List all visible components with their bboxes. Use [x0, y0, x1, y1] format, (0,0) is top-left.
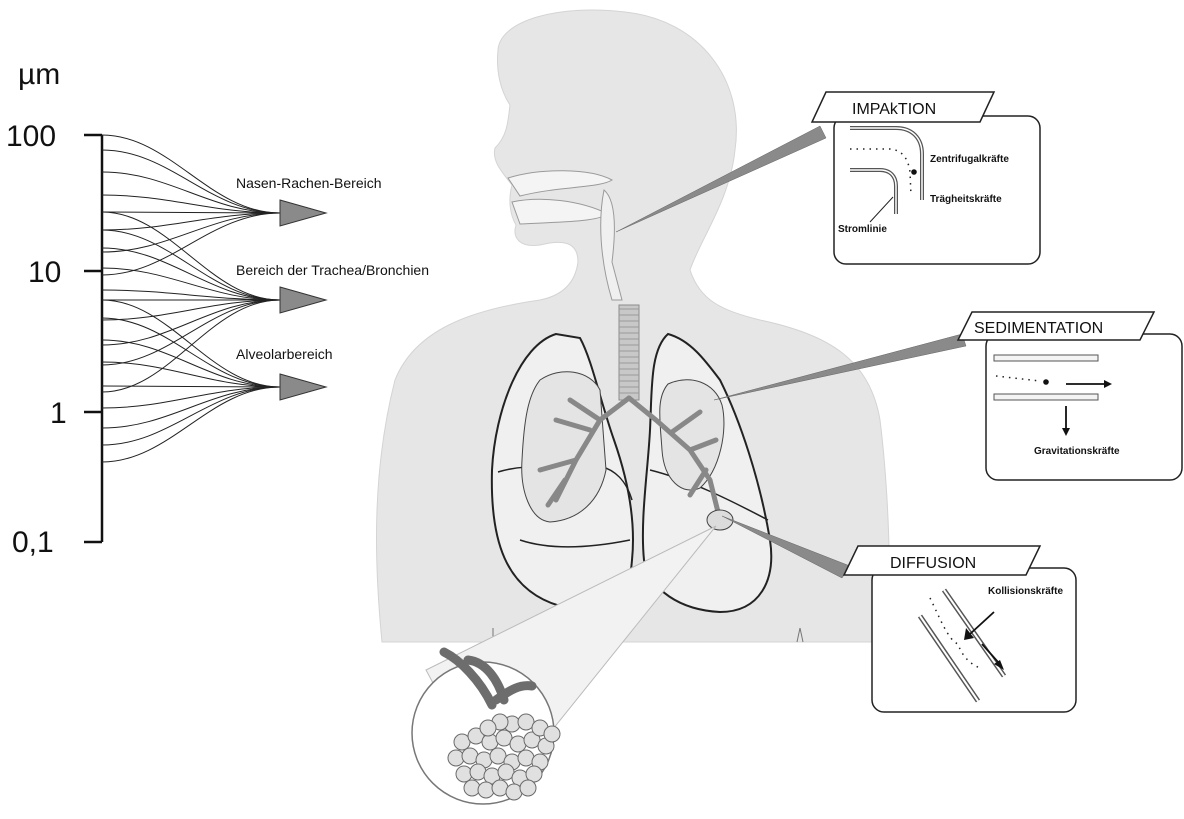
sedimentation-title: SEDIMENTATION — [974, 320, 1103, 337]
axis-tick-label: 10 — [28, 256, 61, 289]
region-arrows — [280, 200, 326, 400]
fan-line — [102, 300, 280, 345]
region-label-alveolar: Alveolarbereich — [236, 346, 333, 362]
impaction-particle — [911, 169, 917, 175]
alveolar-target — [707, 510, 733, 530]
sedimentation-wall-bottom — [994, 394, 1098, 400]
axis-tick-label: 1 — [50, 397, 67, 430]
impaction-label-centrifugal: Zentrifugalkräfte — [930, 154, 1009, 165]
sedimentation-label-gravity: Gravitationskräfte — [1034, 446, 1120, 457]
impaction-panel: IMPAkTION Zentrifugalkräfte Trägheitskrä… — [812, 92, 1040, 264]
fan-line — [102, 300, 280, 387]
region-label-nasopharynx: Nasen-Rachen-Bereich — [236, 175, 382, 191]
impaction-box — [834, 116, 1040, 264]
fan-line — [102, 213, 280, 230]
right-bronchial-tree — [522, 372, 606, 522]
impaction-label-inertia: Trägheitskräfte — [930, 194, 1002, 205]
fan-line — [102, 387, 280, 462]
fan-line — [102, 387, 280, 428]
size-scale: µm 100 10 1 0,1 — [6, 58, 102, 559]
region-label-trachea: Bereich der Trachea/Bronchien — [236, 262, 429, 278]
alveolus — [482, 734, 498, 750]
alveolus — [506, 784, 522, 800]
alveolus — [462, 748, 478, 764]
axis-tick-label: 100 — [6, 120, 56, 153]
alveolus — [518, 750, 534, 766]
arrow-nasopharynx — [280, 200, 326, 226]
alveolus — [510, 736, 526, 752]
fan-line — [102, 213, 280, 252]
sedimentation-wall-top — [994, 355, 1098, 361]
alveolus — [448, 750, 464, 766]
arrow-alveolar — [280, 374, 326, 400]
diffusion-label-collision: Kollisionskräfte — [988, 586, 1063, 597]
alveolus — [544, 726, 560, 742]
alveolus — [478, 782, 494, 798]
impaction-label-streamline: Stromlinie — [838, 224, 887, 235]
fan-line — [102, 387, 280, 445]
arrow-trachea — [280, 287, 326, 313]
sedimentation-particle — [1043, 379, 1049, 385]
trachea-tube — [619, 305, 639, 400]
alveolus — [464, 780, 480, 796]
diffusion-panel: DIFFUSION Kollisionskräfte — [844, 546, 1076, 712]
axis-tick-label: 0,1 — [12, 526, 54, 559]
fan-line — [102, 212, 280, 300]
alveolus — [456, 766, 472, 782]
alveolus — [470, 764, 486, 780]
trachea — [619, 305, 639, 400]
sedimentation-panel: SEDIMENTATION Gravitationskräfte — [958, 312, 1182, 480]
impaction-title: IMPAkTION — [852, 101, 936, 118]
alveolus — [480, 720, 496, 736]
alveolus — [492, 780, 508, 796]
axis-unit: µm — [18, 58, 60, 91]
alveolus — [520, 780, 536, 796]
diffusion-title: DIFFUSION — [890, 555, 976, 572]
